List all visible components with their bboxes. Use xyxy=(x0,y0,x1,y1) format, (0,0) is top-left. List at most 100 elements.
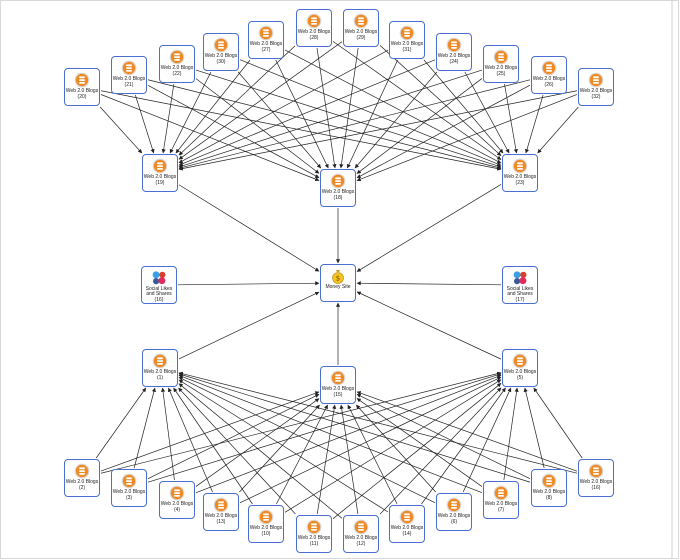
link-arrow xyxy=(147,394,320,479)
node-label: Web 2.0 Blogs (13) xyxy=(204,513,238,525)
link-arrow xyxy=(356,184,502,272)
node-label: Money Site xyxy=(325,284,351,290)
link-arrow xyxy=(537,106,579,154)
link-arrow xyxy=(195,398,320,487)
node-label: Web 2.0 Blogs (22) xyxy=(160,65,194,77)
link-arrow xyxy=(195,374,502,494)
link-arrow xyxy=(173,387,253,505)
web20-blog-tier2-node[interactable]: Web 2.0 Blogs (16) xyxy=(578,459,614,497)
blogger-icon xyxy=(306,13,322,29)
web20-blog-tier2-node[interactable]: Web 2.0 Blogs (29) xyxy=(343,9,379,47)
web20-blog-tier2-node[interactable]: Web 2.0 Blogs (20) xyxy=(64,68,100,106)
link-arrow xyxy=(178,184,320,272)
link-arrow xyxy=(195,69,502,168)
web20-blog-tier2-node[interactable]: Web 2.0 Blogs (14) xyxy=(389,505,425,543)
link-arrow xyxy=(177,281,320,286)
link-arrow xyxy=(284,49,502,164)
web20-blog-tier2-node[interactable]: Web 2.0 Blogs (8) xyxy=(531,469,567,507)
link-arrow xyxy=(503,387,519,481)
link-arrow xyxy=(147,84,320,179)
link-arrow xyxy=(276,404,328,505)
link-arrow xyxy=(160,387,175,481)
web20-blog-tier2-node[interactable]: Web 2.0 Blogs (27) xyxy=(248,21,284,59)
link-arrow xyxy=(523,387,545,469)
web20-blog-tier1-node[interactable]: Web 2.0 Blogs (23) xyxy=(502,154,538,192)
link-arrow xyxy=(423,59,504,154)
blogger-icon xyxy=(330,370,346,386)
link-arrow xyxy=(100,90,502,171)
link-arrow xyxy=(100,371,502,474)
link-arrow xyxy=(379,387,502,515)
web20-blog-tier2-node[interactable]: Web 2.0 Blogs (2) xyxy=(64,459,100,497)
node-label: Web 2.0 Blogs (21) xyxy=(112,76,146,88)
link-arrow xyxy=(339,404,359,515)
web20-blog-tier2-node[interactable]: Web 2.0 Blogs (7) xyxy=(483,481,519,519)
link-arrow xyxy=(95,387,147,459)
web20-blog-tier2-node[interactable]: Web 2.0 Blogs (31) xyxy=(389,21,425,59)
link-arrow xyxy=(100,391,320,472)
link-arrow xyxy=(354,71,438,169)
node-label: Web 2.0 Blogs (18) xyxy=(321,189,355,201)
node-label: Web 2.0 Blogs (29) xyxy=(344,29,378,41)
node-label: Web 2.0 Blogs (8) xyxy=(532,489,566,501)
link-arrow xyxy=(195,78,320,174)
link-arrow xyxy=(133,387,156,469)
node-label: Web 2.0 Blogs (28) xyxy=(297,29,331,41)
web20-blog-tier2-node[interactable]: Web 2.0 Blogs (21) xyxy=(111,56,147,94)
link-arrow xyxy=(168,387,213,493)
web20-blog-tier2-node[interactable]: Web 2.0 Blogs (4) xyxy=(159,481,195,519)
node-label: Web 2.0 Blogs (31) xyxy=(390,41,424,53)
node-label: Web 2.0 Blogs (30) xyxy=(204,53,238,65)
link-arrow xyxy=(332,383,502,519)
link-arrow xyxy=(356,94,578,182)
blogger-icon xyxy=(169,485,185,501)
social-likes-node[interactable]: Social Likes and Shares (17) xyxy=(502,266,538,304)
link-arrow xyxy=(239,404,320,493)
link-arrow xyxy=(379,45,502,156)
web20-blog-tier2-node[interactable]: Web 2.0 Blogs (12) xyxy=(343,515,379,553)
blogger-icon xyxy=(353,519,369,535)
blogger-icon xyxy=(446,37,462,53)
link-arrow xyxy=(99,106,143,154)
link-arrow xyxy=(178,374,483,493)
node-label: Web 2.0 Blogs (7) xyxy=(484,501,518,513)
link-arrow xyxy=(356,84,531,179)
web20-blog-tier2-node[interactable]: Web 2.0 Blogs (30) xyxy=(203,33,239,71)
web20-blog-tier2-node[interactable]: Web 2.0 Blogs (28) xyxy=(296,9,332,47)
link-arrow xyxy=(178,372,531,483)
web20-blog-tier2-node[interactable]: Web 2.0 Blogs (11) xyxy=(296,515,332,553)
web20-blog-tier2-node[interactable]: Web 2.0 Blogs (13) xyxy=(203,493,239,531)
web20-blog-tier2-node[interactable]: Web 2.0 Blogs (6) xyxy=(436,493,472,531)
link-arrow xyxy=(239,376,502,504)
node-label: Web 2.0 Blogs (3) xyxy=(112,489,146,501)
web20-blog-tier1-node[interactable]: Web 2.0 Blogs (18) xyxy=(320,169,356,207)
web20-blog-tier1-node[interactable]: Web 2.0 Blogs (5) xyxy=(502,349,538,387)
blogger-icon xyxy=(512,353,528,369)
web20-blog-tier2-node[interactable]: Web 2.0 Blogs (26) xyxy=(531,56,567,94)
web20-blog-tier2-node[interactable]: Web 2.0 Blogs (3) xyxy=(111,469,147,507)
web20-blog-tier2-node[interactable]: Web 2.0 Blogs (24) xyxy=(436,33,472,71)
node-label: Web 2.0 Blogs (2) xyxy=(65,479,99,491)
link-arrow xyxy=(533,387,583,459)
web20-blog-tier1-node[interactable]: Web 2.0 Blogs (1) xyxy=(142,349,178,387)
node-label: Web 2.0 Blogs (16) xyxy=(579,479,613,491)
link-arrow xyxy=(178,49,389,164)
web20-blog-tier2-node[interactable]: Web 2.0 Blogs (10) xyxy=(248,505,284,543)
web20-blog-tier1-node[interactable]: Web 2.0 Blogs (19) xyxy=(142,154,178,192)
link-arrow xyxy=(504,83,518,154)
link-arrow xyxy=(178,376,436,504)
money-site-node[interactable]: $ Money Site xyxy=(320,264,356,302)
link-arrow xyxy=(462,387,512,493)
link-arrow xyxy=(275,59,329,169)
web20-blog-tier2-node[interactable]: Web 2.0 Blogs (32) xyxy=(578,68,614,106)
link-arrow xyxy=(175,59,251,154)
web20-blog-tier2-node[interactable]: Web 2.0 Blogs (25) xyxy=(483,45,519,83)
web20-blog-tier2-node[interactable]: Web 2.0 Blogs (22) xyxy=(159,45,195,83)
node-label: Web 2.0 Blogs (4) xyxy=(160,501,194,513)
social-likes-node[interactable]: Social Likes and Shares (16) xyxy=(141,266,177,304)
node-label: Web 2.0 Blogs (25) xyxy=(484,65,518,77)
link-arrow xyxy=(147,79,502,170)
web20-blog-tier1-node[interactable]: Web 2.0 Blogs (15) xyxy=(320,366,356,404)
blogger-icon xyxy=(121,473,137,489)
